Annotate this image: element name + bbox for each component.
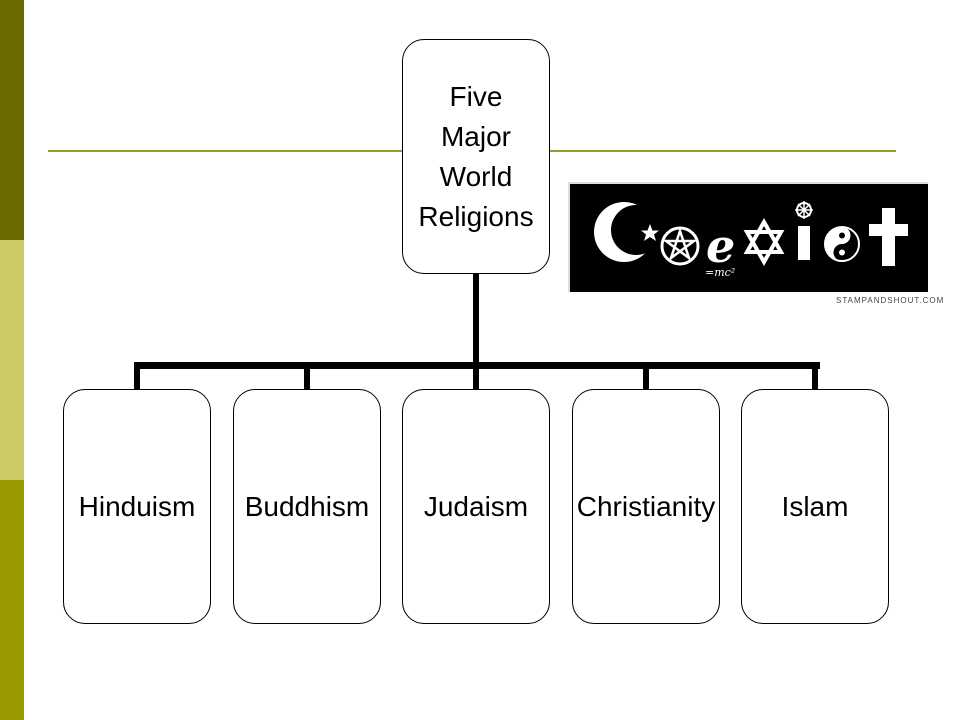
- child-node-label: Christianity: [576, 490, 716, 522]
- child-node-label: Hinduism: [78, 490, 196, 522]
- root-line-2: Major: [440, 120, 511, 152]
- child-node-buddhism: Buddhism: [233, 389, 381, 624]
- root-line-4: Religions: [418, 200, 534, 232]
- child-node-label: Buddhism: [244, 490, 370, 522]
- child-node-islam: Islam: [741, 389, 889, 624]
- crescent-star-icon: [594, 202, 661, 262]
- child-node-label: Judaism: [423, 490, 529, 522]
- child-node-christianity: Christianity: [572, 389, 720, 624]
- sticker-credit: STAMPANDSHOUT.COM: [836, 296, 945, 305]
- connector-root-trunk: [473, 274, 479, 366]
- decor-stripe-bottom: [0, 480, 24, 720]
- connector-drop-hinduism: [134, 362, 140, 390]
- root-node: Five Major World Religions: [402, 39, 550, 274]
- root-line-1: Five: [449, 80, 503, 112]
- pentacle-icon: [660, 226, 700, 266]
- connector-drop-christianity: [643, 362, 649, 390]
- coexist-sticker-image: e =mc²: [568, 182, 928, 292]
- yin-yang-icon: [824, 226, 860, 262]
- child-node-label: Islam: [781, 490, 849, 522]
- dharma-wheel-icon: [795, 201, 813, 219]
- child-node-judaism: Judaism: [402, 389, 550, 624]
- star-of-david-icon: [743, 217, 785, 267]
- root-line-3: World: [439, 160, 513, 192]
- cross-icon: [869, 208, 908, 266]
- decor-stripe-middle: [0, 240, 24, 480]
- root-node-label: Five Major World Religions: [418, 77, 533, 237]
- decor-stripe-top: [0, 0, 24, 240]
- child-node-hinduism: Hinduism: [63, 389, 211, 624]
- sticker-equation: =mc²: [705, 266, 735, 279]
- connector-drop-judaism: [473, 362, 479, 390]
- connector-drop-islam: [812, 362, 818, 390]
- sticker-letter-i: [798, 226, 810, 260]
- connector-drop-buddhism: [304, 362, 310, 390]
- sticker-letter-e: e: [706, 219, 735, 273]
